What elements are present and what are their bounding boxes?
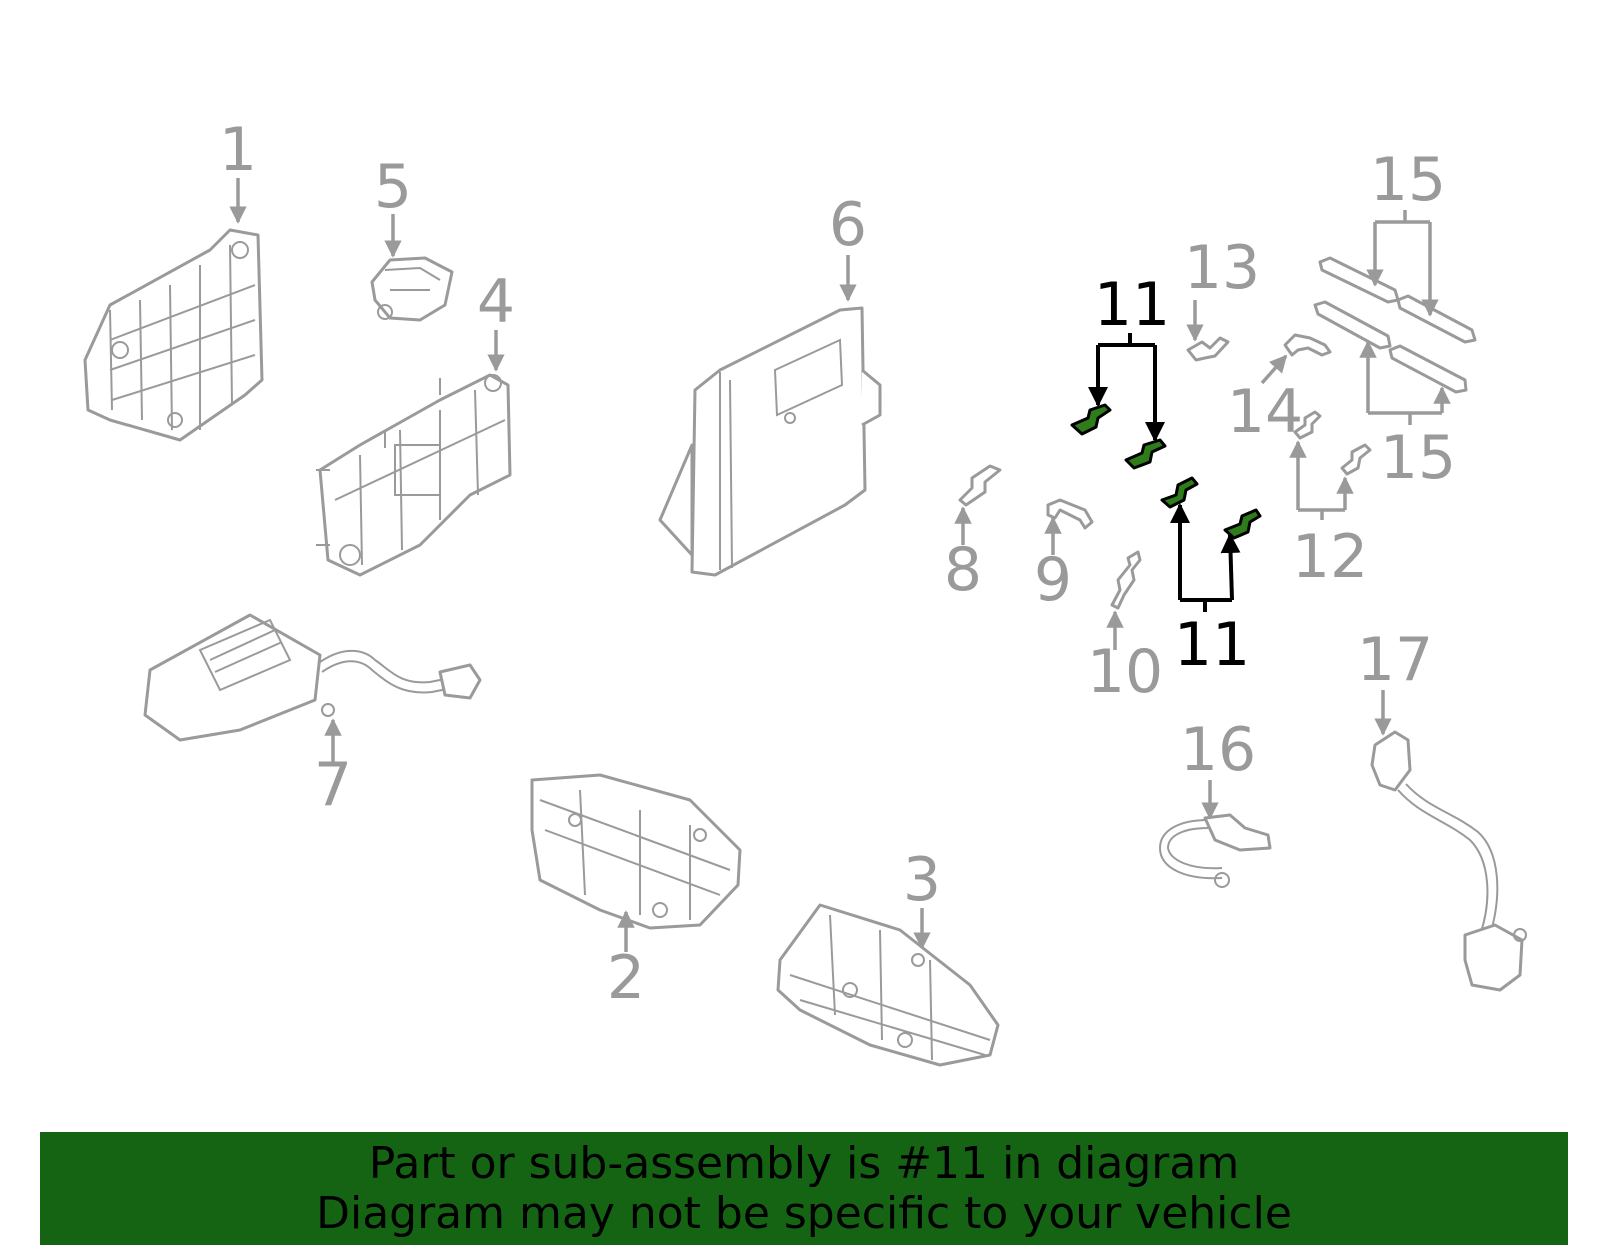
leader-15-bottom	[1359, 340, 1451, 425]
part-3-valve-body[interactable]	[776, 903, 1000, 1067]
callout-3: 3	[903, 845, 941, 915]
leader-11-top	[1088, 333, 1165, 442]
part-1-control-module[interactable]	[83, 228, 264, 442]
part-4-bracket[interactable]	[316, 373, 512, 577]
part-15-strips[interactable]	[1313, 256, 1477, 394]
part-17-harness[interactable]	[1370, 730, 1527, 992]
leader-12	[1289, 440, 1354, 520]
banner-line-1: Part or sub-assembly is #11 in diagram	[368, 1137, 1240, 1189]
part-13-bracket[interactable]	[1186, 336, 1230, 362]
part-7-shift-module[interactable]	[143, 613, 482, 742]
callout-12: 12	[1292, 522, 1368, 592]
callout-6: 6	[829, 190, 867, 260]
part-2-valve-body[interactable]	[530, 773, 742, 930]
part-14-clip[interactable]	[1283, 333, 1332, 357]
part-5-sensor[interactable]	[370, 256, 454, 322]
callout-2: 2	[607, 943, 645, 1013]
part-6-ecu[interactable]	[658, 306, 882, 577]
leader-15-top	[1366, 210, 1439, 317]
callout-10: 10	[1087, 637, 1163, 707]
part-11-clips[interactable]	[1070, 403, 1262, 540]
part-11-clip-c[interactable]	[1160, 476, 1199, 509]
banner-line-2: Diagram may not be specific to your vehi…	[316, 1187, 1292, 1239]
part-11-clip-d[interactable]	[1223, 508, 1262, 540]
leader-14	[1260, 354, 1288, 385]
callout-8: 8	[944, 535, 982, 605]
callout-13: 13	[1184, 233, 1260, 303]
callout-4: 4	[477, 267, 515, 337]
callout-1: 1	[219, 115, 257, 185]
callout-14: 14	[1227, 377, 1303, 447]
part-12-clips[interactable]	[1293, 410, 1372, 476]
leader-11-bottom	[1170, 503, 1241, 612]
part-16-ground-strap[interactable]	[1158, 813, 1272, 888]
callout-16: 16	[1180, 715, 1256, 785]
part-11-clip-b[interactable]	[1124, 438, 1167, 470]
callout-15-top: 15	[1370, 145, 1446, 215]
part-9-clip[interactable]	[1046, 498, 1094, 530]
callout-11-bottom[interactable]: 11	[1174, 610, 1250, 680]
callout-17: 17	[1357, 625, 1433, 695]
callout-11-top[interactable]: 11	[1094, 270, 1170, 340]
callout-5: 5	[374, 152, 412, 222]
callout-9: 9	[1034, 545, 1072, 615]
callout-15-bottom: 15	[1380, 423, 1456, 493]
part-11-clip-a[interactable]	[1070, 403, 1112, 436]
part-8-clip[interactable]	[958, 464, 1002, 507]
part-10-clip[interactable]	[1110, 550, 1142, 610]
info-banner: Part or sub-assembly is #11 in diagram D…	[40, 1132, 1568, 1245]
